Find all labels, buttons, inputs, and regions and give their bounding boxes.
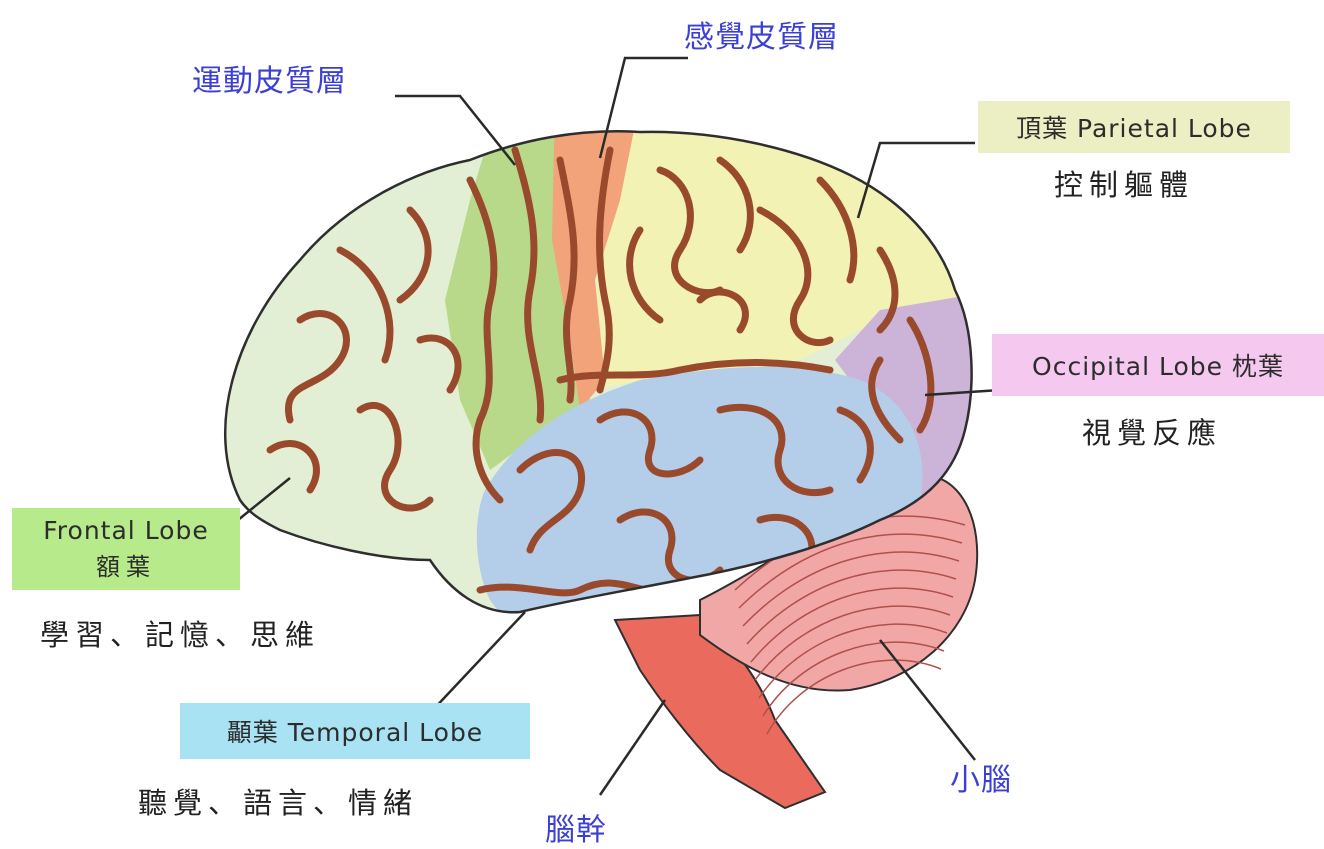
parietal-label-box: 頂葉 Parietal Lobe <box>978 101 1290 153</box>
temporal-function: 聽覺、語言、情緒 <box>138 780 418 822</box>
parietal-title: 頂葉 Parietal Lobe <box>1016 109 1252 145</box>
cerebellum-label: 小腦 <box>950 755 1012 799</box>
brainstem-label: 腦幹 <box>545 805 607 849</box>
sensory-cortex-label: 感覺皮質層 <box>684 12 839 56</box>
leader-cerebellum <box>880 640 975 760</box>
parietal-function: 控制軀體 <box>1054 162 1194 204</box>
frontal-title-en: Frontal Lobe <box>43 516 208 545</box>
occipital-title: Occipital Lobe 枕葉 <box>1032 347 1284 383</box>
occipital-function: 視覺反應 <box>1082 410 1222 452</box>
temporal-label-box: 顳葉 Temporal Lobe <box>180 703 530 759</box>
leader-brainstem <box>600 700 665 795</box>
frontal-label-box: Frontal Lobe 額葉 <box>12 508 240 590</box>
temporal-title: 顳葉 Temporal Lobe <box>227 713 483 749</box>
leader-temporal <box>430 612 525 713</box>
motor-cortex-label: 運動皮質層 <box>192 56 347 100</box>
occipital-label-box: Occipital Lobe 枕葉 <box>992 334 1324 396</box>
frontal-title-zh: 額葉 <box>96 547 156 582</box>
frontal-function: 學習、記憶、思維 <box>40 612 320 654</box>
